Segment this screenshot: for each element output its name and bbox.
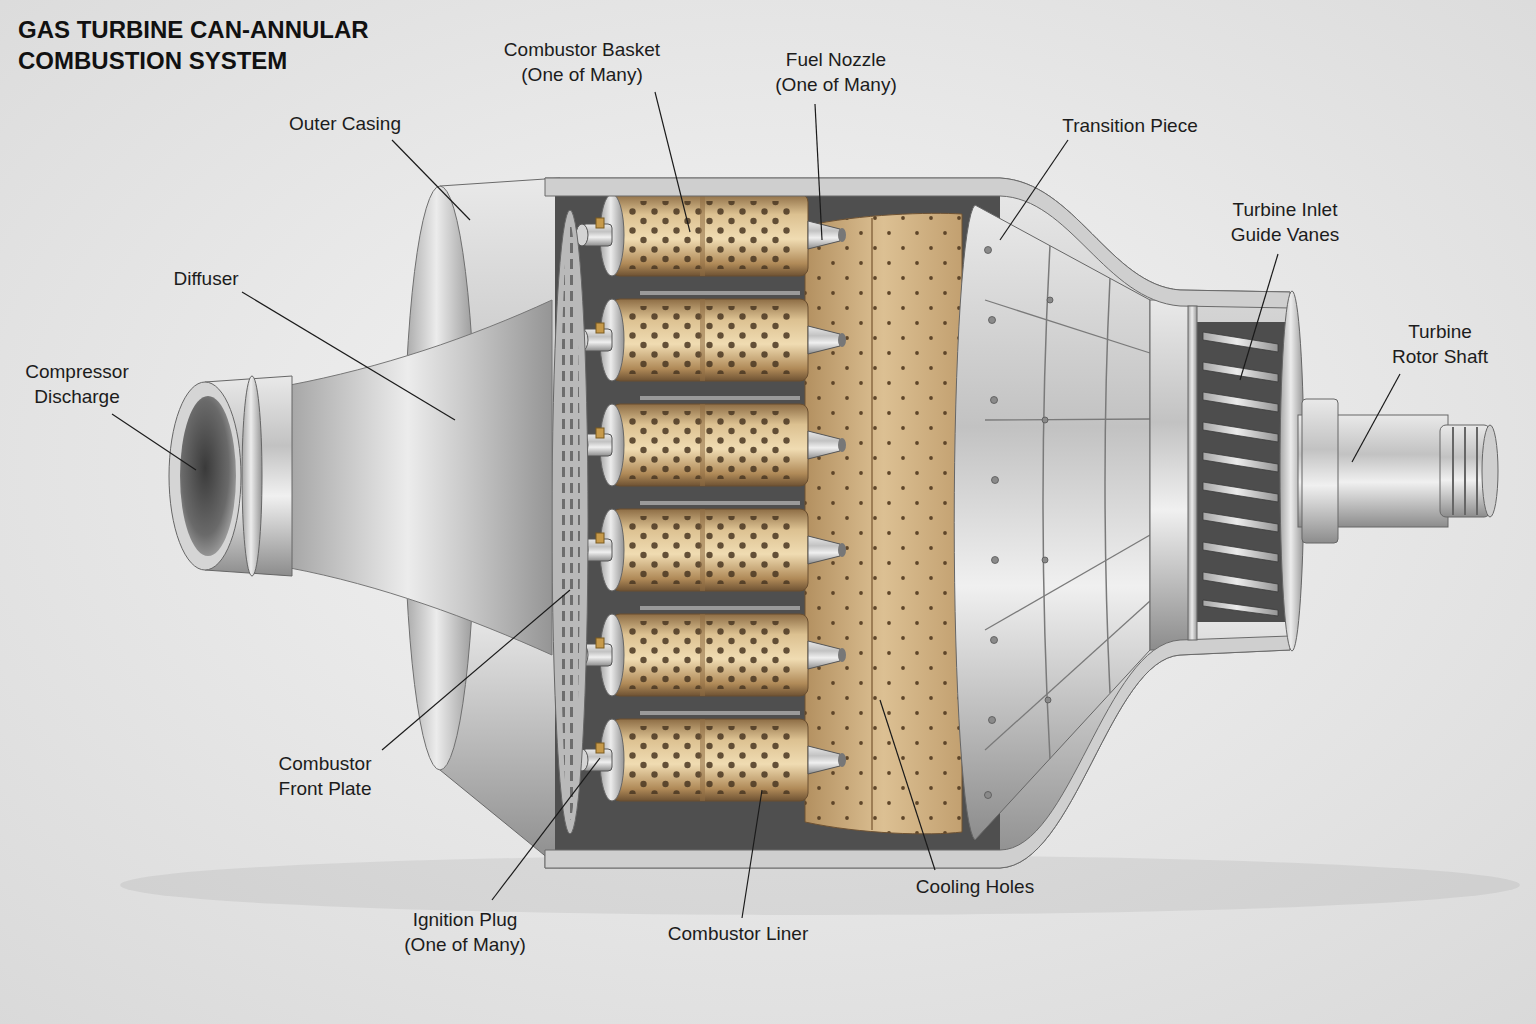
casing-wall <box>545 178 1290 308</box>
diffuser-cone <box>290 300 552 655</box>
part-label: Cooling Holes <box>916 875 1034 900</box>
leader-lines <box>112 92 1400 918</box>
part-label: Turbine Inlet Guide Vanes <box>1229 198 1342 247</box>
part-label: Ignition Plug (One of Many) <box>402 908 528 957</box>
part-label: Transition Piece <box>1062 114 1198 139</box>
part-label: Compressor Discharge <box>23 360 131 409</box>
guide-vanes <box>1188 306 1287 640</box>
part-label: Diffuser <box>173 267 238 292</box>
liner-seam <box>871 218 873 830</box>
part-label: Combustor Basket (One of Many) <box>502 38 663 87</box>
diagram-title: GAS TURBINE CAN-ANNULAR COMBUSTION SYSTE… <box>18 14 373 76</box>
combustor-front-plate <box>552 210 588 834</box>
casing-wall <box>545 636 1290 868</box>
rotor-shaft <box>1298 399 1498 543</box>
combustor-cans <box>576 188 846 801</box>
pipe-opening <box>169 382 241 570</box>
part-label: Turbine Rotor Shaft <box>1390 320 1491 369</box>
part-label: Combustor Front Plate <box>277 752 374 801</box>
pipe-bore <box>180 396 236 556</box>
cutaway-interior <box>555 196 1000 850</box>
front-plate-slots <box>560 224 580 820</box>
part-label: Outer Casing <box>289 112 401 137</box>
part-label: Combustor Liner <box>668 922 808 947</box>
cooling-holes <box>805 213 962 834</box>
pipe-flange <box>242 376 262 576</box>
part-label: Fuel Nozzle (One of Many) <box>773 48 899 97</box>
outer-casing <box>545 178 1290 868</box>
liner-sheet <box>805 213 962 834</box>
